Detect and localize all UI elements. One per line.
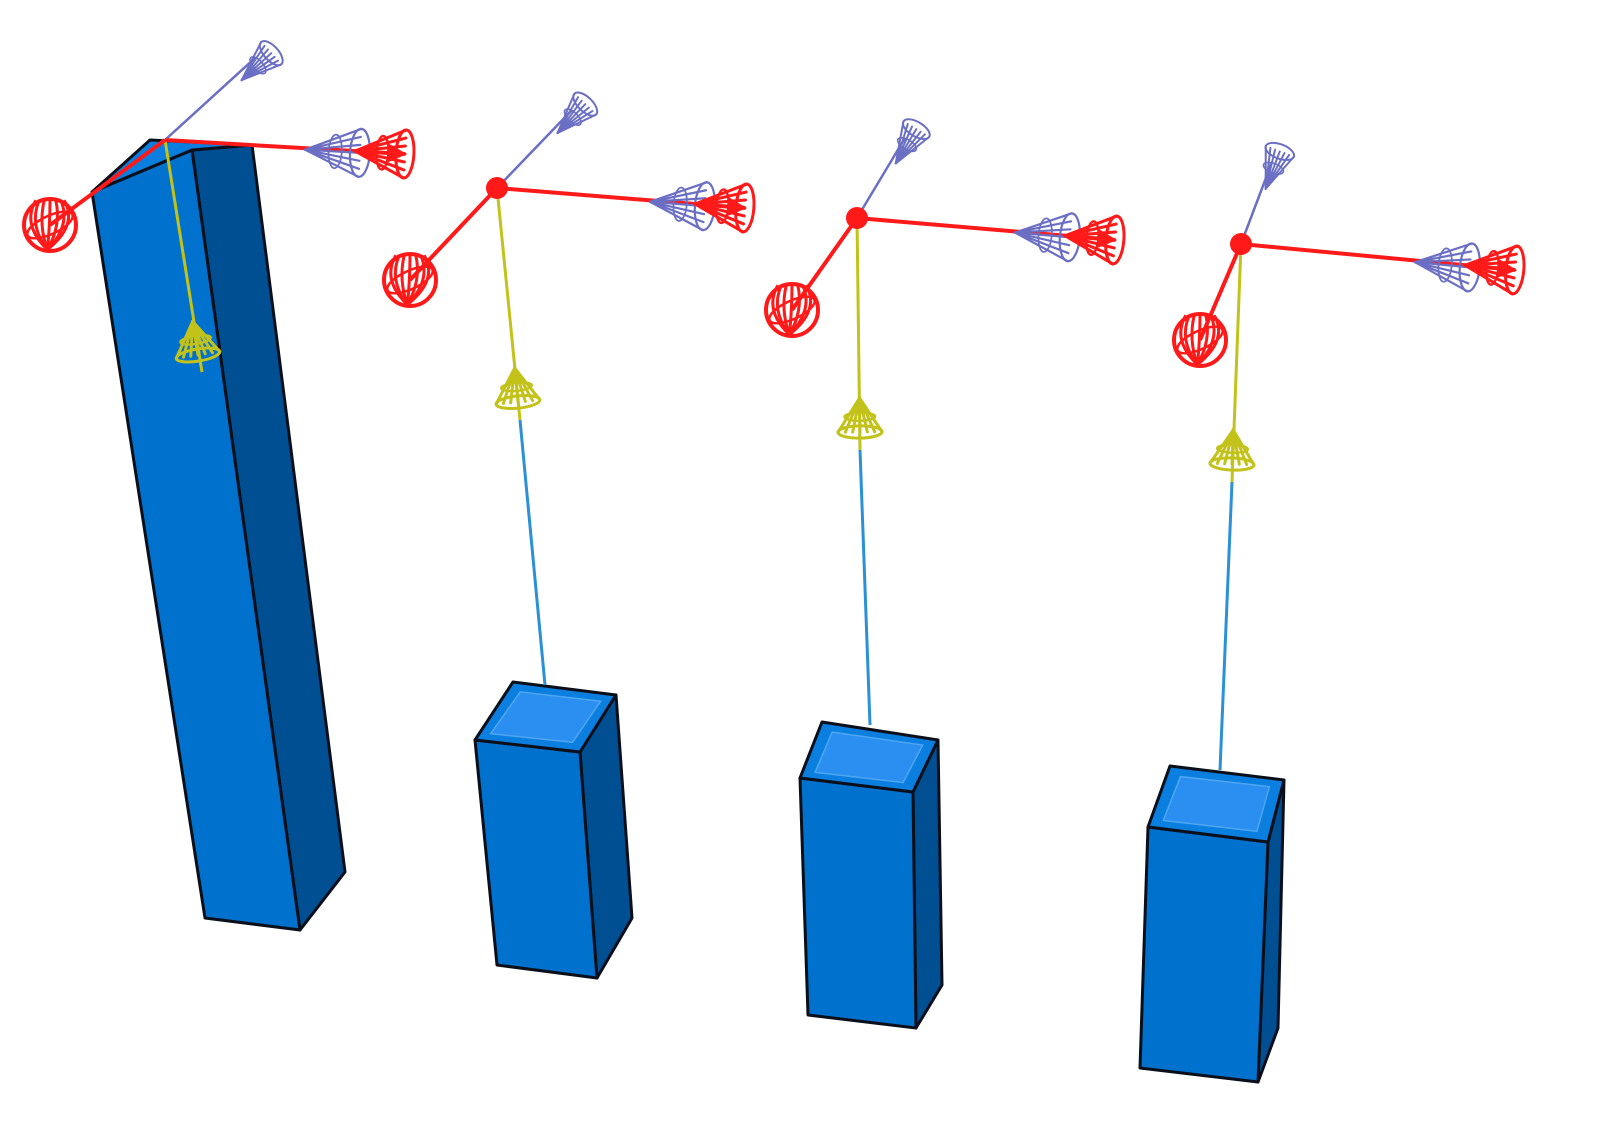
column-3 [798, 720, 944, 1030]
x-axis-cone-icon-4 [1463, 244, 1526, 296]
y-axis-line-2 [496, 109, 573, 189]
column-3-top-inset [813, 731, 924, 784]
column-3-front-face [798, 776, 918, 1030]
connector-line-4 [1218, 481, 1234, 771]
column-2-top-inset [489, 691, 602, 744]
y-axis-fan-icon-2 [556, 91, 599, 134]
load-arrow-cone-icon-1 [174, 319, 222, 364]
x-axis-cone-icon-2 [693, 182, 756, 234]
x-axis-moment-fan-icon-3 [1013, 212, 1081, 263]
columns-layer [90, 138, 1286, 1084]
load-arrow-cone-icon-3 [836, 396, 884, 440]
z-axis-line-3 [790, 216, 859, 312]
column-2-front-face [473, 738, 599, 980]
z-axis-rotation-ball-icon-4 [1172, 312, 1228, 368]
z-axis-rotation-ball-icon-3 [764, 282, 820, 338]
axis-triad-2 [382, 91, 756, 421]
axis-triad-1 [22, 40, 416, 373]
y-axis-fan-icon-1 [240, 40, 284, 82]
z-axis-rotation-ball-icon-2 [382, 252, 438, 308]
axis-triad-4 [1172, 141, 1526, 483]
axis-triad-3 [764, 118, 1126, 451]
node-point-4 [1230, 233, 1252, 255]
column-4-top-inset [1162, 775, 1271, 833]
z-axis-rotation-ball-icon-1 [22, 197, 78, 253]
x-axis-cone-icon-3 [1063, 214, 1126, 266]
load-arrow-cone-icon-2 [494, 366, 542, 410]
column-4 [1138, 764, 1286, 1084]
connectors-layer [518, 419, 1234, 771]
column-2 [473, 680, 634, 980]
column-1 [90, 138, 347, 932]
connector-line-3 [858, 449, 872, 726]
y-axis-fan-icon-3 [894, 118, 931, 165]
connector-line-2 [518, 419, 547, 686]
node-point-2 [486, 177, 508, 199]
load-arrow-cone-icon-4 [1208, 428, 1256, 472]
column-4-front-face [1138, 825, 1270, 1084]
y-axis-line-1 [164, 57, 256, 141]
x-axis-cone-icon-1 [353, 128, 416, 180]
x-axis-moment-fan-icon-4 [1413, 242, 1481, 293]
node-point-3 [846, 207, 868, 229]
y-axis-fan-icon-4 [1262, 141, 1296, 190]
triads-layer [22, 40, 1526, 483]
